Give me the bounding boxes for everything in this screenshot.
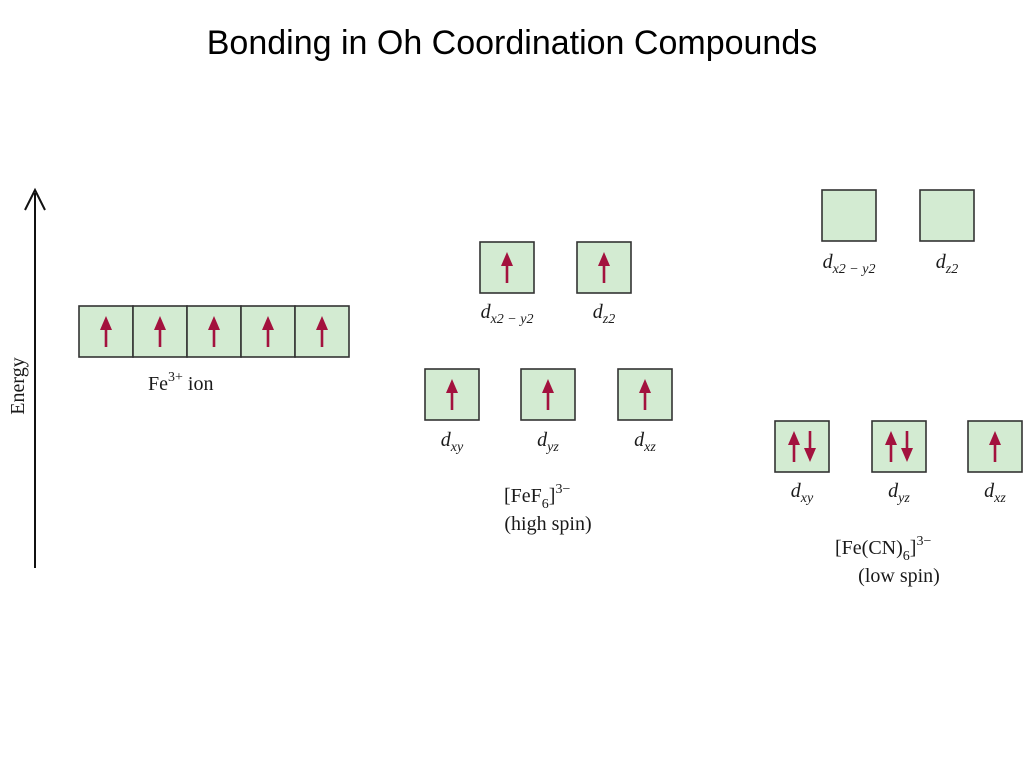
low-spin-t2g-orbital bbox=[774, 420, 830, 473]
spin-up-electron bbox=[154, 316, 166, 347]
high-spin-formula: [FeF6]3− bbox=[504, 482, 570, 512]
spin-up-electron bbox=[598, 252, 610, 283]
low-spin-eg-orbital bbox=[919, 189, 975, 242]
low-spin-t2g-label: dxy bbox=[791, 480, 814, 506]
spin-up-electron bbox=[542, 379, 554, 410]
low-spin-diagram: dx2 − y2 dz2 dxy dyz dxz [Fe(CN)6]3− (low s… bbox=[774, 189, 1023, 587]
page-title: Bonding in Oh Coordination Compounds bbox=[206, 24, 818, 62]
orbital-box bbox=[871, 420, 927, 473]
spin-down-electron bbox=[901, 431, 913, 462]
free-ion-d-orbital bbox=[294, 305, 350, 358]
free-ion-d-orbital bbox=[132, 305, 188, 358]
high-spin-eg-orbital bbox=[576, 241, 632, 294]
orbital-box bbox=[294, 305, 350, 358]
high-spin-eg-label: dx2 − y2 bbox=[481, 301, 534, 327]
free-ion-d-orbital bbox=[186, 305, 242, 358]
high-spin-t2g-label: dxz bbox=[634, 429, 656, 455]
orbital-box bbox=[186, 305, 242, 358]
high-spin-t2g-orbital bbox=[424, 368, 480, 421]
low-spin-t2g-label: dxz bbox=[984, 480, 1006, 506]
high-spin-label: (high spin) bbox=[504, 513, 591, 535]
high-spin-eg-label: dz2 bbox=[593, 301, 615, 327]
energy-axis-arrowhead bbox=[24, 187, 46, 211]
high-spin-eg-orbital bbox=[479, 241, 535, 294]
spin-up-electron bbox=[446, 379, 458, 410]
energy-axis-label: Energy bbox=[7, 357, 29, 414]
free-ion-d-orbital bbox=[240, 305, 296, 358]
spin-up-electron bbox=[639, 379, 651, 410]
low-spin-label: (low spin) bbox=[858, 565, 940, 587]
low-spin-t2g-orbital bbox=[871, 420, 927, 473]
free-ion-orbitals: Fe3+ ion bbox=[78, 305, 350, 395]
low-spin-eg-label: dx2 − y2 bbox=[823, 251, 876, 277]
high-spin-t2g-orbital bbox=[617, 368, 673, 421]
spin-up-electron bbox=[885, 431, 897, 462]
free-ion-d-orbital bbox=[78, 305, 134, 358]
orbital-box bbox=[919, 189, 975, 242]
spin-up-electron bbox=[316, 316, 328, 347]
high-spin-diagram: dx2 − y2 dz2 dxy dyz dxz [FeF6]3− (high spi… bbox=[424, 241, 673, 535]
high-spin-t2g-label: dxy bbox=[441, 429, 464, 455]
spin-up-electron bbox=[788, 431, 800, 462]
low-spin-t2g-label: dyz bbox=[888, 480, 910, 506]
free-ion-label: Fe3+ ion bbox=[148, 370, 213, 395]
high-spin-t2g-orbital bbox=[520, 368, 576, 421]
low-spin-eg-orbital bbox=[821, 189, 877, 242]
spin-up-electron bbox=[989, 431, 1001, 462]
high-spin-t2g-label: dyz bbox=[537, 429, 559, 455]
orbital-box bbox=[774, 420, 830, 473]
spin-up-electron bbox=[100, 316, 112, 347]
spin-up-electron bbox=[262, 316, 274, 347]
low-spin-eg-label: dz2 bbox=[936, 251, 958, 277]
low-spin-formula: [Fe(CN)6]3− bbox=[835, 534, 931, 564]
orbital-box bbox=[821, 189, 877, 242]
spin-up-electron bbox=[208, 316, 220, 347]
spin-down-electron bbox=[804, 431, 816, 462]
spin-up-electron bbox=[501, 252, 513, 283]
low-spin-t2g-orbital bbox=[967, 420, 1023, 473]
